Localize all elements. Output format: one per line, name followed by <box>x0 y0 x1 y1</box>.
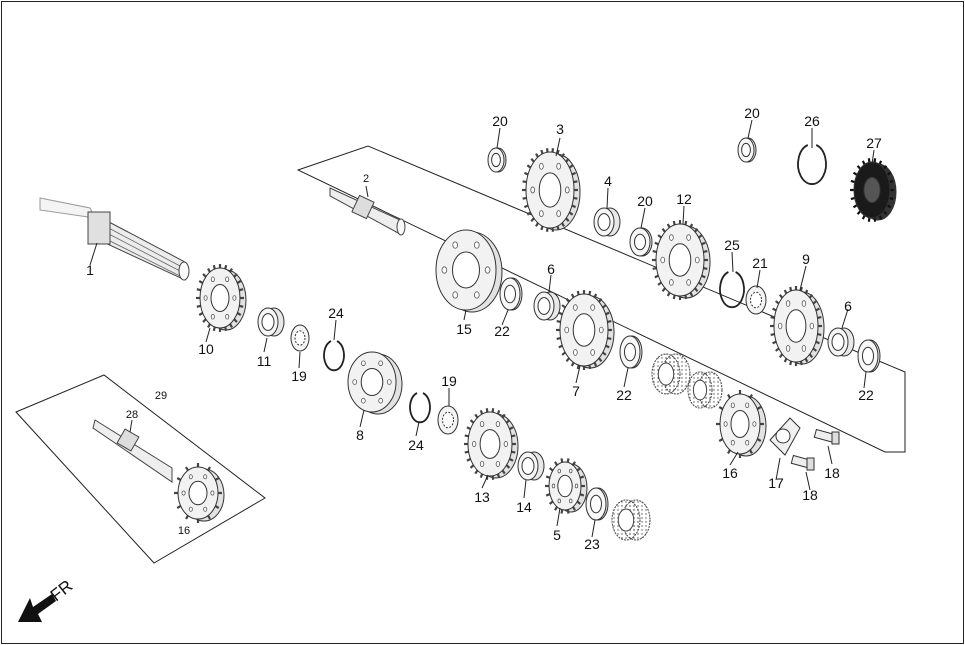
needle-bearing-a <box>651 353 691 395</box>
callout-3: 3 <box>556 121 564 137</box>
gear-27 <box>850 158 897 222</box>
bearing-4 <box>593 207 621 237</box>
callout-16b: 16 <box>178 525 190 537</box>
callout-28: 28 <box>126 409 138 421</box>
callout-2: 2 <box>363 173 369 185</box>
kit-sprocket-16 <box>174 463 225 523</box>
callout-22c: 22 <box>858 387 874 403</box>
callout-16a: 16 <box>722 465 738 481</box>
callout-14: 14 <box>516 499 532 515</box>
callout-18a: 18 <box>824 465 840 481</box>
callout-19b: 19 <box>441 373 457 389</box>
sprocket-16 <box>716 390 767 458</box>
kit-shaft <box>92 419 173 483</box>
circlip-24-a <box>323 340 345 372</box>
callout-15: 15 <box>456 321 472 337</box>
gear-13 <box>464 408 519 480</box>
gear-3 <box>522 148 581 232</box>
callout-26: 26 <box>804 113 820 129</box>
needle-bearing-c <box>611 499 651 541</box>
gear-5 <box>545 458 588 514</box>
splined-washer-19-a <box>290 324 310 352</box>
callout-24b: 24 <box>408 437 424 453</box>
countershaft-assembly-outline <box>296 145 906 453</box>
callout-20c: 20 <box>637 193 653 209</box>
callout-10: 10 <box>198 341 214 357</box>
callout-6b: 6 <box>844 298 852 314</box>
washer-20-a <box>487 147 507 173</box>
callout-6a: 6 <box>547 261 555 277</box>
washer-20-c <box>629 227 653 257</box>
callout-1: 1 <box>86 262 94 278</box>
callout-20a: 20 <box>492 113 508 129</box>
callout-24a: 24 <box>328 305 344 321</box>
callout-22b: 22 <box>616 387 632 403</box>
callout-19a: 19 <box>291 368 307 384</box>
callout-8: 8 <box>356 427 364 443</box>
gear-8 <box>347 351 403 415</box>
bearing-11 <box>257 307 285 337</box>
callout-20b: 20 <box>744 105 760 121</box>
washer-22-a <box>499 277 523 311</box>
bearing-6-a <box>533 291 561 321</box>
gear-9 <box>770 286 825 366</box>
lock-plate <box>769 417 801 456</box>
gear-12 <box>652 220 711 300</box>
callout-18b: 18 <box>802 487 818 503</box>
gear-7 <box>556 290 615 370</box>
bearing-6-b <box>827 327 855 357</box>
circlip-24-b <box>409 392 431 424</box>
circlip-26 <box>797 144 827 185</box>
callout-7: 7 <box>572 383 580 399</box>
splined-washer-19-b <box>437 405 459 435</box>
washer-23 <box>585 487 609 521</box>
splined-washer-21 <box>745 285 767 315</box>
callout-23: 23 <box>584 536 600 552</box>
gear-10 <box>196 264 247 332</box>
washer-20-b <box>737 137 757 163</box>
circlip-25 <box>719 271 745 308</box>
callout-21: 21 <box>752 255 768 271</box>
callout-13: 13 <box>474 489 490 505</box>
washer-22-c <box>619 335 643 369</box>
bolt-lower <box>790 454 815 471</box>
bearing-14 <box>517 451 545 481</box>
washer-22-b <box>857 339 881 373</box>
needle-bearing-b <box>687 371 723 409</box>
callout-29: 29 <box>155 390 167 402</box>
callout-27: 27 <box>866 135 882 151</box>
bolt-upper <box>813 428 840 445</box>
countershaft <box>329 187 406 236</box>
callout-5: 5 <box>553 527 561 543</box>
callout-25: 25 <box>724 237 740 253</box>
gear-15 <box>435 229 503 313</box>
kit-29-outline <box>15 374 266 564</box>
callout-9: 9 <box>802 251 810 267</box>
main-shaft <box>39 197 190 281</box>
callout-11: 11 <box>257 353 272 369</box>
callout-22a: 22 <box>494 323 510 339</box>
callout-4: 4 <box>604 173 612 189</box>
front-direction-arrow-icon <box>18 594 56 622</box>
callout-12: 12 <box>676 191 692 207</box>
callout-17: 17 <box>768 475 784 491</box>
